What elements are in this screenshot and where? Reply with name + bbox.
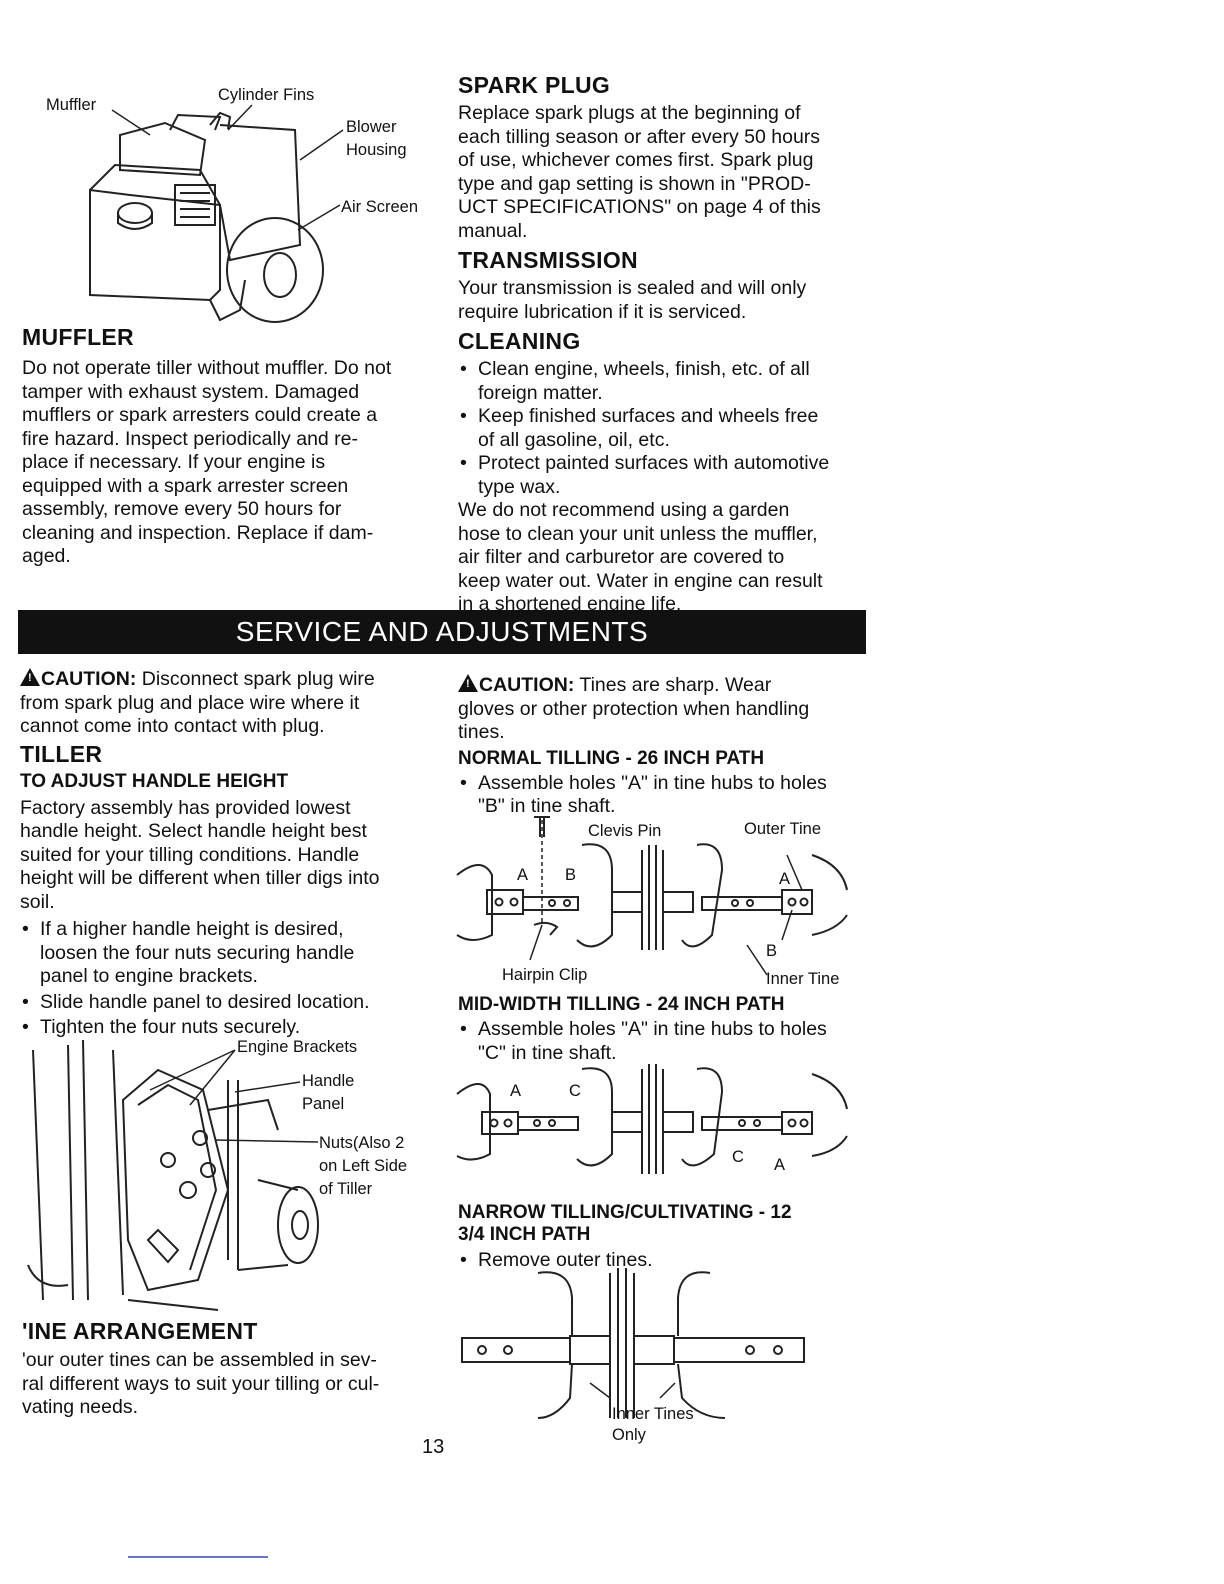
muffler-line: equipped with a spark arrester screen	[22, 474, 349, 497]
muffler-line: fire hazard. Inspect periodically and re…	[22, 427, 359, 450]
tine-arrangement-line: ral different ways to suit your tilling …	[22, 1372, 380, 1395]
spark-plug-heading: SPARK PLUG	[458, 72, 611, 98]
label-nuts-3: of Tiller	[319, 1180, 373, 1198]
tiller-subheading: TO ADJUST HANDLE HEIGHT	[20, 770, 289, 792]
tine-arrangement-line: 'our outer tines can be assembled in sev…	[22, 1349, 377, 1371]
tiller-line: soil.	[20, 890, 55, 913]
handle-adjustment-illustration	[27, 1039, 319, 1311]
label-hairpin-clip: Hairpin Clip	[502, 966, 588, 984]
warning-icon	[20, 668, 40, 686]
caution-line: gloves or other protection when handling	[458, 697, 810, 720]
spark-plug-line: of use, whichever comes first. Spark plu…	[458, 149, 814, 171]
muffler-line: aged.	[22, 545, 71, 567]
cleaning-line: hose to clean your unit unless the muffl…	[458, 522, 818, 545]
handle-leader-lines	[149, 1049, 319, 1143]
tiller-line: height will be different when tiller dig…	[20, 867, 380, 889]
label-blower-housing-2: Housing	[346, 141, 407, 159]
spark-plug-line: each tilling season or after every 50 ho…	[458, 125, 821, 148]
mid-width-heading: MID-WIDTH TILLING - 24 INCH PATH	[458, 994, 785, 1015]
tiller-line: Factory assembly has provided lowest	[20, 796, 351, 819]
bottom-rule	[128, 1556, 268, 1558]
cleaning-line: keep water out. Water in engine can resu…	[458, 569, 823, 592]
label-mid-a2: A	[774, 1156, 786, 1174]
caution-line: tines.	[458, 721, 505, 743]
normal-tilling-diagram	[456, 816, 848, 976]
label-blower-housing-1: Blower	[346, 118, 397, 136]
narrow-tilling-diagram	[461, 1268, 805, 1419]
label-normal-a2: A	[779, 870, 791, 888]
narrow-bullet: Remove outer tines.	[458, 1249, 868, 1273]
caution-line: from spark plug and place wire where it	[20, 691, 360, 714]
muffler-line: assembly, remove every 50 hours for	[22, 498, 342, 520]
label-nuts-1: Nuts(Also 2	[319, 1134, 405, 1152]
tine-arrangement-line: vating needs.	[22, 1396, 139, 1418]
spark-plug-section: SPARK PLUG Replace spark plugs at the be…	[458, 72, 868, 617]
transmission-line: Your transmission is sealed and will onl…	[458, 277, 807, 299]
label-nuts-2: on Left Side	[319, 1157, 408, 1175]
engine-illustration	[89, 111, 324, 323]
label-cylinder-fins: Cylinder Fins	[218, 86, 315, 104]
label-engine-brackets: Engine Brackets	[237, 1038, 358, 1056]
caution-label: CAUTION:	[479, 674, 575, 696]
label-normal-a1: A	[517, 866, 529, 884]
label-inner-tine: Inner Tine	[766, 970, 840, 988]
label-inner-tines-1: Inner Tines	[612, 1405, 694, 1423]
tiller-bullet: If a higher handle height is desired,loo…	[20, 918, 440, 989]
label-mid-c2: C	[732, 1148, 744, 1166]
label-inner-tines-2: Only	[612, 1426, 646, 1444]
label-normal-b1: B	[565, 866, 577, 884]
cleaning-line: in a shortened engine life.	[458, 593, 682, 615]
cleaning-bullet: Keep finished surfaces and wheels freeof…	[458, 405, 868, 452]
caution-line: cannot come into contact with plug.	[20, 715, 325, 737]
label-mid-c1: C	[569, 1082, 581, 1100]
label-outer-tine: Outer Tine	[744, 820, 822, 838]
muffler-line: mufflers or spark arresters could create…	[22, 404, 378, 426]
tiller-line: suited for your tilling conditions. Hand…	[20, 843, 360, 866]
cleaning-heading: CLEANING	[458, 328, 581, 354]
label-handle-panel-1: Handle	[302, 1072, 355, 1090]
normal-tilling-heading: NORMAL TILLING - 26 INCH PATH	[458, 747, 765, 769]
normal-tilling-bullet: Assemble holes "A" in tine hubs to holes…	[458, 772, 868, 819]
tine-arrangement-section: 'INE ARRANGEMENT 'our outer tines can be…	[22, 1318, 442, 1420]
section-banner: SERVICE AND ADJUSTMENTS	[18, 610, 866, 654]
muffler-heading: MUFFLER	[22, 324, 134, 350]
label-mid-a1: A	[510, 1082, 522, 1100]
muffler-line: tamper with exhaust system. Damaged	[22, 380, 360, 403]
tiller-bullet: Tighten the four nuts securely.	[20, 1016, 440, 1040]
mid-width-tilling-diagram	[456, 1064, 848, 1174]
mid-width-section: MID-WIDTH TILLING - 24 INCH PATH Assembl…	[458, 994, 868, 1065]
muffler-line: place if necessary. If your engine is	[22, 451, 326, 473]
label-muffler: Muffler	[46, 96, 97, 114]
label-air-screen: Air Screen	[341, 198, 419, 216]
muffler-line: Do not operate tiller without muffler. D…	[22, 357, 392, 379]
caution-left: CAUTION: Disconnect spark plug wire from…	[20, 668, 440, 1040]
muffler-line: cleaning and inspection. Replace if dam-	[22, 521, 374, 544]
tine-arrangement-heading: 'INE ARRANGEMENT	[22, 1318, 258, 1344]
spark-plug-line: Replace spark plugs at the beginning of	[458, 102, 801, 124]
muffler-section: MUFFLER Do not operate tiller without mu…	[22, 324, 442, 569]
label-clevis-pin: Clevis Pin	[588, 822, 662, 840]
spark-plug-line: type and gap setting is shown in "PROD-	[458, 172, 811, 195]
tiller-line: handle height. Select handle height best	[20, 820, 367, 842]
label-normal-b2: B	[766, 942, 778, 960]
cleaning-line: air filter and carburetor are covered to	[458, 546, 785, 568]
caution-right: CAUTION: Tines are sharp. Wear gloves or…	[458, 674, 868, 819]
tiller-bullet: Slide handle panel to desired location.	[20, 991, 440, 1015]
warning-icon	[458, 674, 478, 692]
mid-width-bullet: Assemble holes "A" in tine hubs to holes…	[458, 1018, 868, 1065]
spark-plug-line: UCT SPECIFICATIONS" on page 4 of this	[458, 196, 821, 218]
transmission-heading: TRANSMISSION	[458, 247, 638, 273]
caution-label: CAUTION:	[41, 668, 137, 690]
label-handle-panel-2: Panel	[302, 1095, 345, 1113]
page-number: 13	[422, 1436, 445, 1458]
tiller-heading: TILLER	[20, 740, 103, 767]
cleaning-line: We do not recommend using a garden	[458, 499, 790, 521]
cleaning-bullet: Protect painted surfaces with automotive…	[458, 452, 868, 499]
cleaning-bullet: Clean engine, wheels, finish, etc. of al…	[458, 358, 868, 405]
engine-leader-lines	[111, 104, 344, 231]
spark-plug-line: manual.	[458, 219, 528, 242]
transmission-line: require lubrication if it is serviced.	[458, 300, 747, 323]
